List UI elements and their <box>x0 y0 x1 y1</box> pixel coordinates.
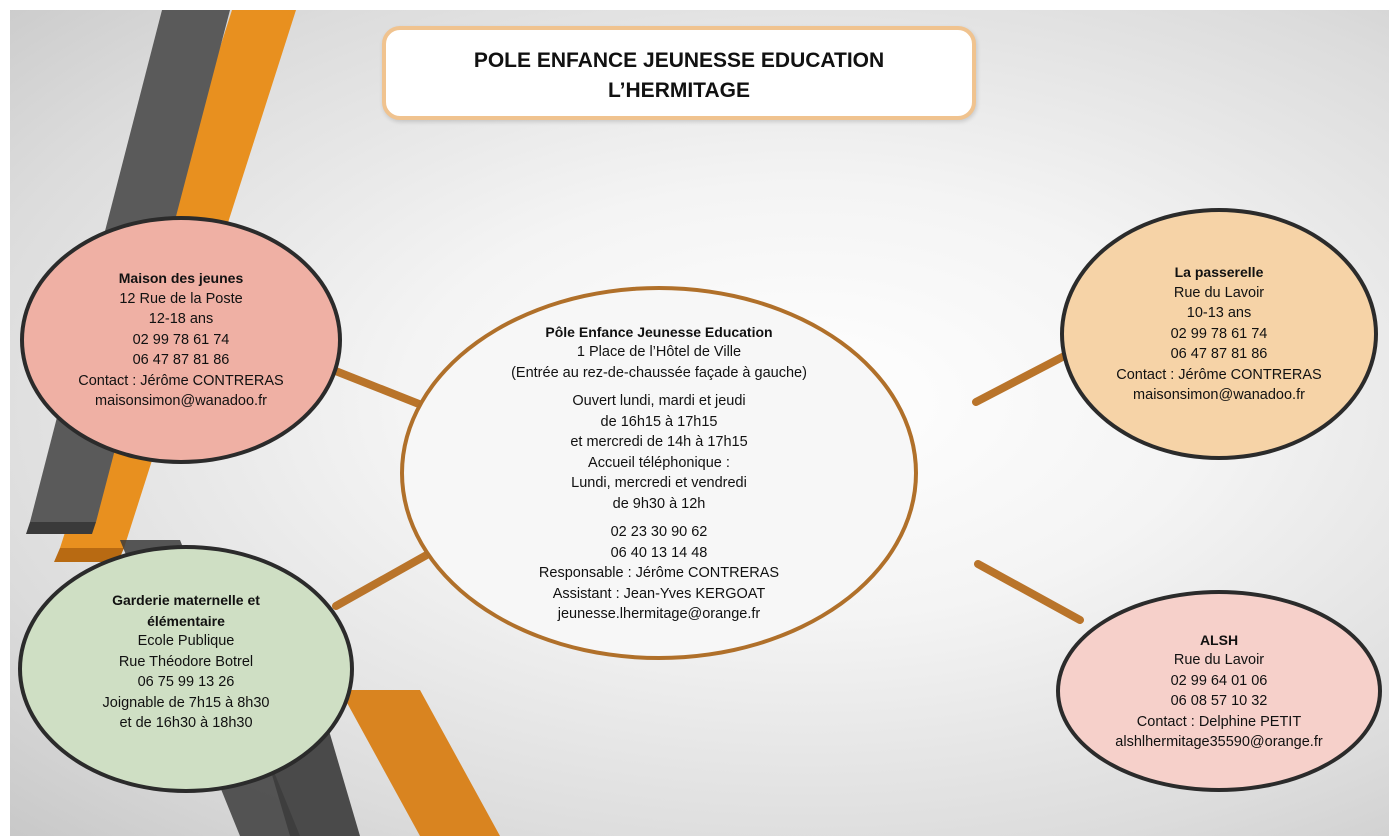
garderie-address: Rue Théodore Botrel <box>118 653 254 670</box>
maison-contact: Contact : Jérôme CONTRERAS <box>78 372 284 389</box>
top-margin <box>0 0 1389 10</box>
passerelle-age: 10-13 ans <box>1186 305 1252 322</box>
connector-passerelle <box>972 348 1076 406</box>
centre-responsable: Responsable : Jérôme CONTRERAS <box>538 565 780 581</box>
passerelle-email: maisonsimon@wanadoo.fr <box>1133 387 1305 404</box>
maison-name: Maison des jeunes <box>118 270 244 287</box>
passerelle-contact: Contact : Jérôme CONTRERAS <box>1116 366 1322 383</box>
centre-assistant: Assistant : Jean-Yves KERGOAT <box>552 585 766 602</box>
maison-phone-2: 06 47 87 81 86 <box>132 352 230 369</box>
centre-address: 1 Place de l’Hôtel de Ville <box>576 344 742 360</box>
centre-hours-3: et mercredi de 14h à 17h15 <box>570 434 748 450</box>
title-box: POLE ENFANCE JEUNESSE EDUCATION L’HERMIT… <box>382 26 976 120</box>
la-passerelle-bubble: La passerelle Rue du Lavoir 10-13 ans 02… <box>1060 208 1378 460</box>
centre-email: jeunesse.lhermitage@orange.fr <box>557 606 761 622</box>
garderie-name-2: élémentaire <box>147 612 225 629</box>
centre-phone-hours: de 9h30 à 12h <box>612 495 706 512</box>
garderie-hours-2: et de 16h30 à 18h30 <box>119 715 253 732</box>
passerelle-name: La passerelle <box>1174 264 1264 281</box>
maison-phone-1: 02 99 78 61 74 <box>132 331 230 348</box>
passerelle-address: Rue du Lavoir <box>1173 284 1265 301</box>
maison-age: 12-18 ans <box>148 311 214 328</box>
maison-des-jeunes-bubble: Maison des jeunes 12 Rue de la Poste 12-… <box>20 216 342 464</box>
alsh-email: alshlhermitage35590@orange.fr <box>1115 734 1323 750</box>
alsh-phone-1: 02 99 64 01 06 <box>1170 672 1268 689</box>
centre-phone-1: 02 23 30 90 62 <box>610 524 708 540</box>
garderie-hours-1: Joignable de 7h15 à 8h30 <box>102 694 270 711</box>
left-margin <box>0 0 10 836</box>
centre-phone-2: 06 40 13 14 48 <box>610 544 708 561</box>
maison-address: 12 Rue de la Poste <box>119 290 243 307</box>
grey-stripe-shadow <box>26 522 96 534</box>
alsh-phone-2: 06 08 57 10 32 <box>1170 693 1268 709</box>
title-line-2: L’HERMITAGE <box>608 79 750 102</box>
garderie-name-1: Garderie maternelle et <box>112 592 260 609</box>
centre-entry: (Entrée au rez-de-chaussée façade à gauc… <box>511 364 807 381</box>
alsh-bubble: ALSH Rue du Lavoir 02 99 64 01 06 06 08 … <box>1056 590 1382 792</box>
centre-phone-days: Lundi, mercredi et vendredi <box>571 475 747 491</box>
garderie-phone: 06 75 99 13 26 <box>137 674 235 691</box>
centre-name: Pôle Enfance Jeunesse Education <box>545 323 773 340</box>
centre-phone-label: Accueil téléphonique : <box>588 454 730 471</box>
maison-email: maisonsimon@wanadoo.fr <box>95 393 267 410</box>
alsh-address: Rue du Lavoir <box>1173 652 1265 668</box>
passerelle-phone-2: 06 47 87 81 86 <box>1170 346 1268 363</box>
connector-maison <box>324 364 428 410</box>
centre-hours-2: de 16h15 à 17h15 <box>600 413 718 430</box>
pole-enfance-bubble: Pôle Enfance Jeunesse Education 1 Place … <box>400 286 918 660</box>
garderie-bubble: Garderie maternelle et élémentaire Ecole… <box>18 545 354 793</box>
passerelle-phone-1: 02 99 78 61 74 <box>1170 325 1268 342</box>
connector-garderie <box>332 548 436 610</box>
lower-orange-band <box>340 690 500 836</box>
alsh-contact: Contact : Delphine PETIT <box>1136 713 1302 730</box>
centre-hours-1: Ouvert lundi, mardi et jeudi <box>572 393 746 409</box>
garderie-school: Ecole Publique <box>137 633 235 650</box>
title-line-1: POLE ENFANCE JEUNESSE EDUCATION <box>473 49 885 72</box>
alsh-name: ALSH <box>1199 631 1239 648</box>
connector-alsh <box>974 560 1084 624</box>
